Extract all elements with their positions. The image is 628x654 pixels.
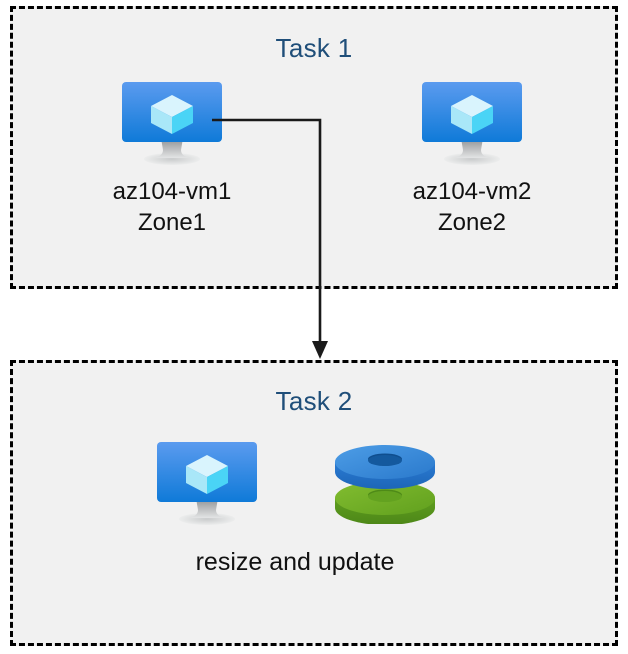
node-label-az104-vm1: az104-vm1 Zone1 bbox=[112, 178, 232, 236]
task-2-caption: resize and update bbox=[195, 548, 395, 576]
node-az104-vm1[interactable]: az104-vm1 Zone1 bbox=[72, 78, 272, 238]
node-managed-disks[interactable] bbox=[325, 440, 445, 524]
azure-virtual-machine-icon bbox=[417, 78, 527, 166]
task-2-title: Task 2 bbox=[275, 386, 353, 416]
node-label-az104-vm2: az104-vm2 Zone2 bbox=[412, 178, 532, 236]
azure-virtual-machine-icon bbox=[152, 438, 262, 526]
task-1-title: Task 1 bbox=[275, 33, 353, 63]
task-2-container: Task 2 bbox=[10, 360, 618, 646]
azure-managed-disks-icon bbox=[329, 440, 441, 524]
node-az104-vm2[interactable]: az104-vm2 Zone2 bbox=[372, 78, 572, 238]
node-task2-vm[interactable] bbox=[142, 438, 272, 526]
azure-virtual-machine-icon bbox=[117, 78, 227, 166]
arrowhead-icon bbox=[312, 341, 328, 359]
